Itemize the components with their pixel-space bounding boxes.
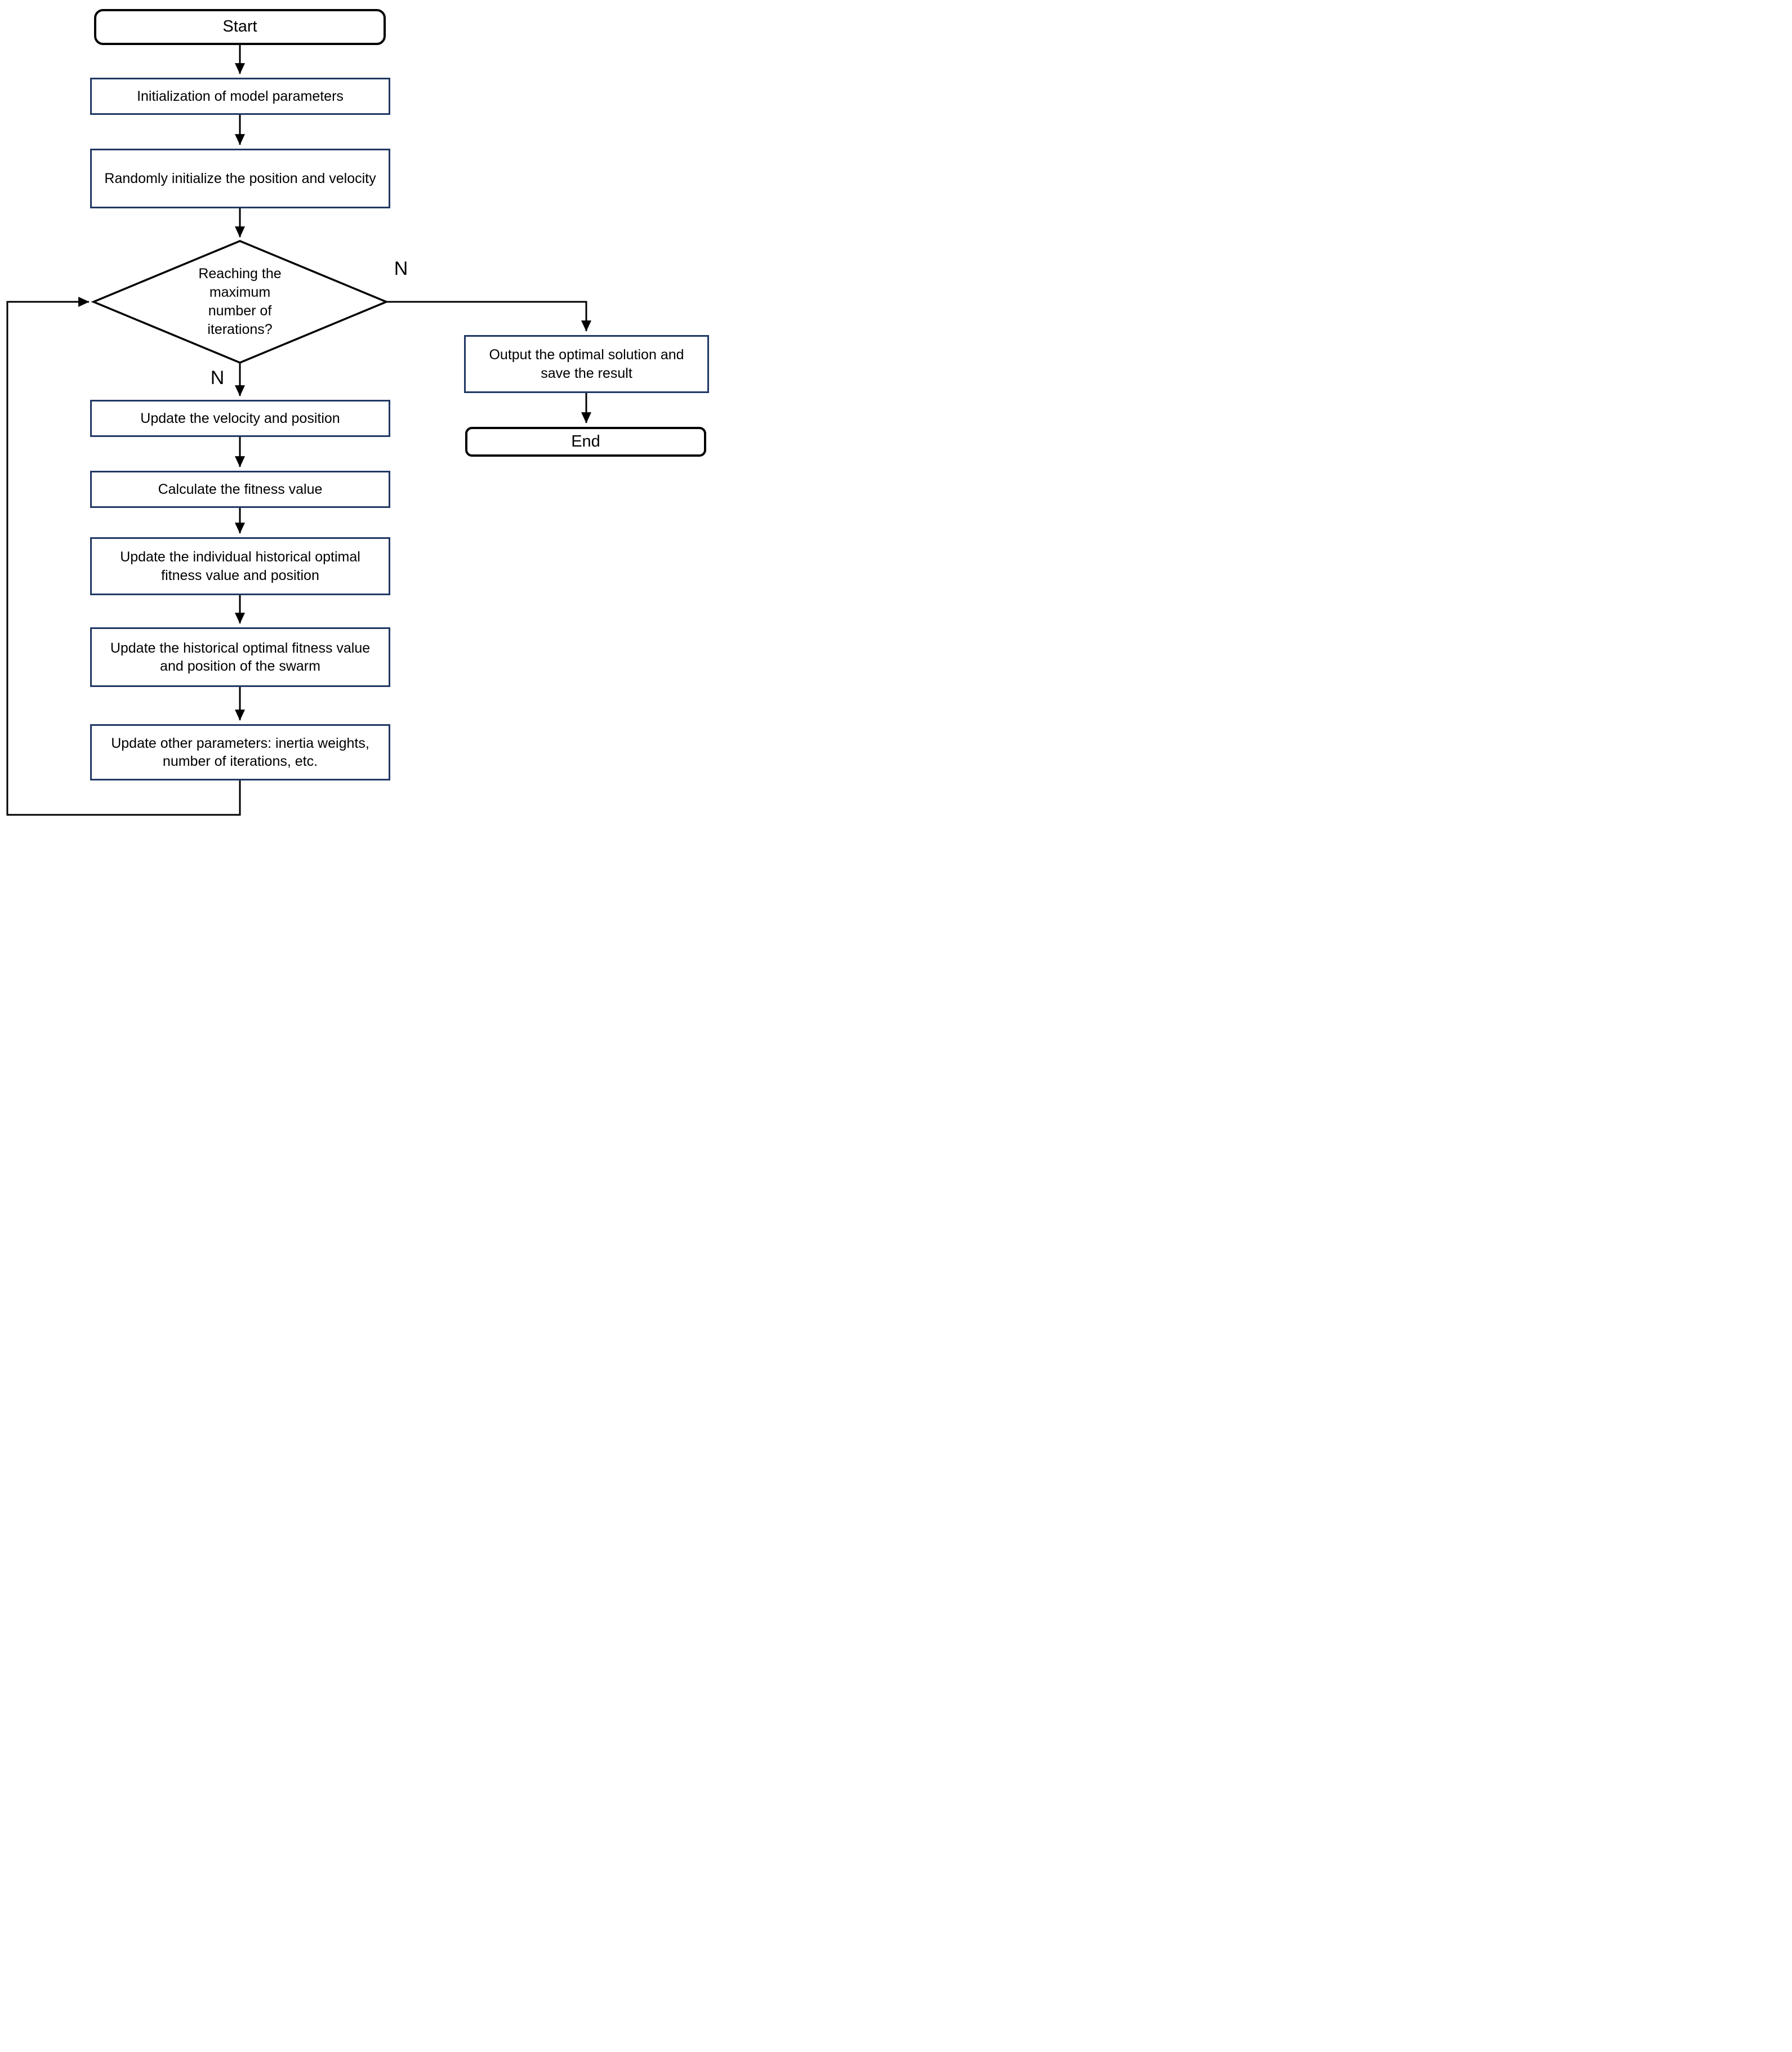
- start-node: Start: [94, 9, 386, 45]
- end-node: End: [465, 427, 706, 457]
- init-params-node: Initialization of model parameters: [90, 78, 390, 115]
- flowchart-canvas: Start Initialization of model parameters…: [0, 0, 717, 821]
- calc-fitness-node: Calculate the fitness value: [90, 471, 390, 508]
- update-swarm-node: Update the historical optimal fitness va…: [90, 627, 390, 687]
- update-params-node: Update other parameters: inertia weights…: [90, 724, 390, 780]
- connector-layer: [6, 45, 591, 816]
- decision-diamond-shape: [91, 240, 389, 364]
- decision-node-label: Reaching the maximum number of iteration…: [198, 266, 282, 337]
- output-node: Output the optimal solution and save the…: [464, 335, 709, 393]
- decision-down-branch-label: N: [210, 367, 225, 389]
- update-individual-node: Update the individual historical optimal…: [90, 537, 390, 595]
- edge-loop-back-to-decision: [6, 297, 241, 816]
- edge-decision-to-output: [386, 301, 591, 332]
- random-init-node: Randomly initialize the position and vel…: [90, 149, 390, 208]
- update-velocity-node: Update the velocity and position: [90, 400, 390, 437]
- decision-right-branch-label: N: [394, 258, 408, 279]
